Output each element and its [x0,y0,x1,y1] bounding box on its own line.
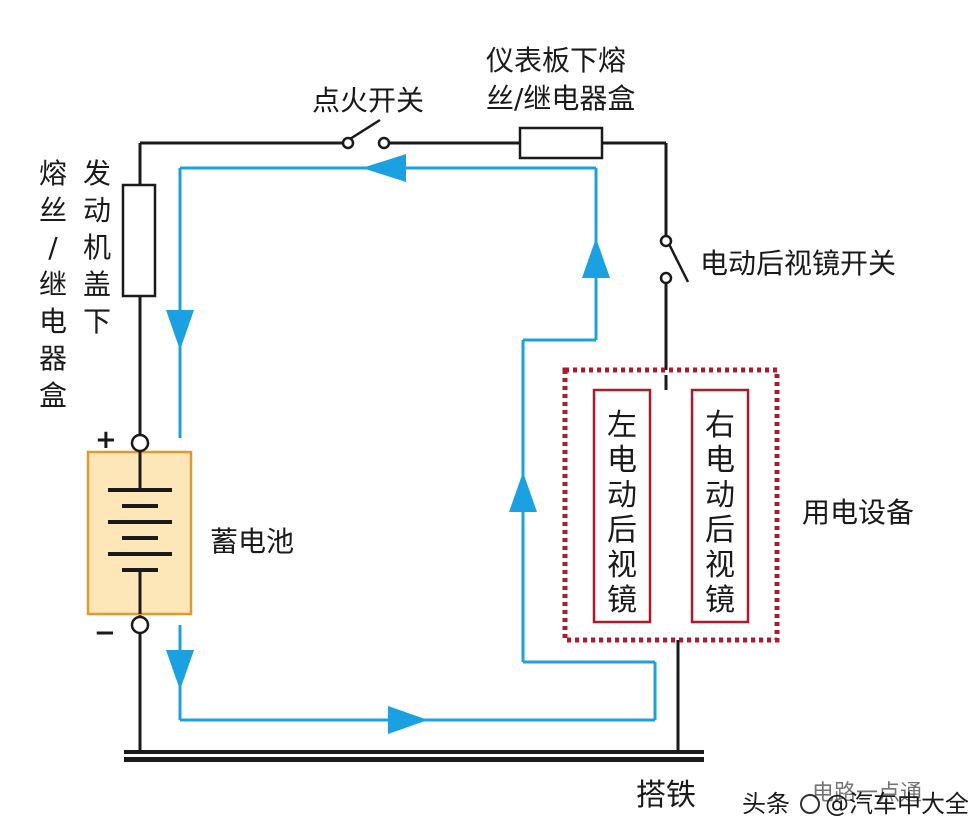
left-mirror-label: 左电动后视镜 [607,408,637,618]
mirror-switch-label: 电动后视镜开关 [700,247,896,280]
dash-fuse-box-label-line1: 仪表板下熔 [486,44,626,77]
right-mirror-label: 右电动后视镜 [705,408,735,618]
mirror-switch [659,234,690,285]
dash-fuse-box-label-line2: 丝/继电器盒 [486,82,635,115]
watermark-source: 头条 [742,790,790,818]
dash-fuse-box [518,126,604,160]
battery-plus-label: + [95,425,117,455]
engine-fuse-box-label-right: 发动机盖下 [83,157,111,338]
left-mirror-box [592,388,652,624]
battery-cells [108,452,172,614]
current-flow-arrows [166,154,610,734]
engine-fuse-box [121,183,157,298]
arrow-right-up-upper [582,238,610,278]
engine-fuse-box-label-left: 熔丝/继电器盒 [39,157,67,412]
arrow-bottom-right [388,706,428,734]
battery-positive-terminal [130,433,150,453]
battery-negative-terminal [130,615,150,635]
watermark-overlay: 电路一点通 [812,781,922,806]
battery-label: 蓄电池 [210,525,294,558]
watermark: 头条 @汽车中大全 电路一点通 [742,781,968,818]
ignition-switch [341,118,391,150]
arrow-top-left [362,154,406,182]
arrow-left-down [166,310,194,350]
ignition-switch-label: 点火开关 [312,84,424,117]
load-devices-label: 用电设备 [802,496,914,529]
arrow-right-up-lower [509,472,537,512]
ground-label: 搭铁 [636,778,696,813]
arrow-bottom-left-down [166,650,194,690]
battery-minus-label: − [94,618,116,648]
watermark-author: @汽车中大全 [825,790,968,818]
watermark-logo-icon [800,794,820,814]
right-mirror-box [690,388,750,624]
circuit-wires [138,141,680,752]
